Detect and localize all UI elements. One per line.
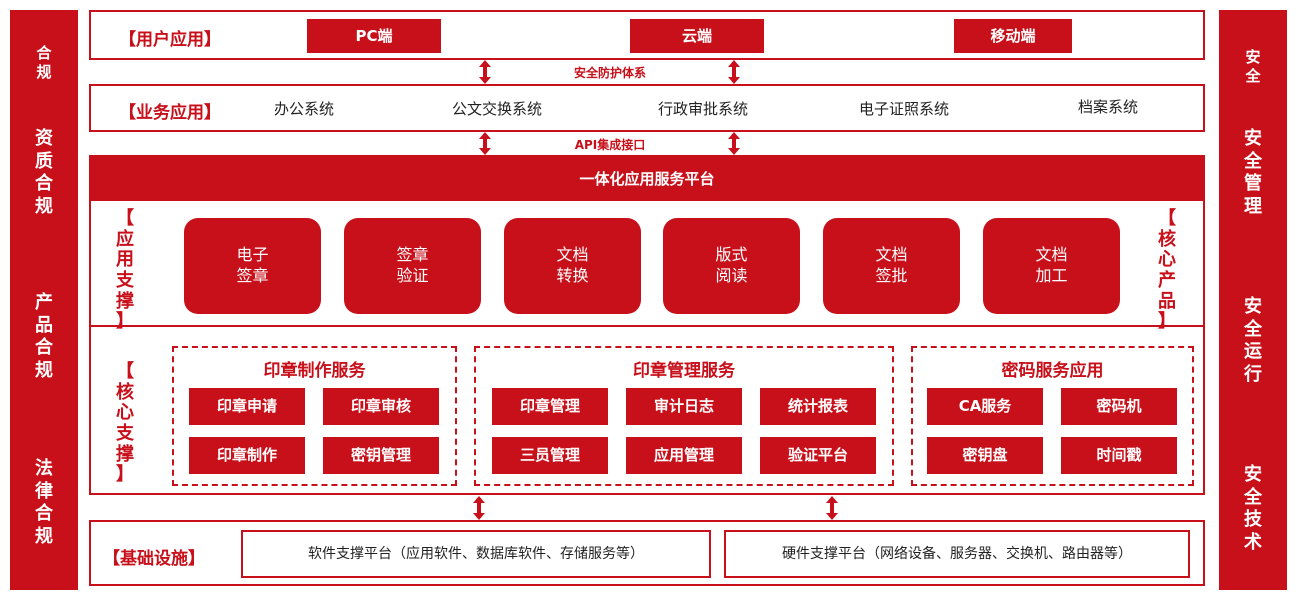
service-seal-review[interactable]: 印章审核: [323, 388, 439, 425]
service-application-management[interactable]: 应用管理: [626, 437, 742, 474]
service-key-management[interactable]: 密钥管理: [323, 437, 439, 474]
user-application-label: 【用户应用】: [119, 30, 221, 50]
system-archive: 档案系统: [1078, 98, 1139, 116]
service-ca[interactable]: CA服务: [927, 388, 1043, 425]
double-arrow-icon: [727, 132, 741, 155]
double-arrow-icon: [727, 60, 741, 84]
service-audit-log[interactable]: 审计日志: [626, 388, 742, 425]
hardware-support-platform[interactable]: 硬件支撑平台（网络设备、服务器、交换机、路由器等）: [724, 530, 1190, 578]
double-arrow-icon: [478, 60, 492, 84]
product-line-2: 验证: [396, 266, 429, 285]
service-seal-production[interactable]: 印章制作: [189, 437, 305, 474]
product-line-1: 电子: [236, 245, 269, 265]
group-title: 印章制作服务: [263, 361, 366, 381]
service-timestamp[interactable]: 时间戳: [1061, 437, 1177, 474]
product-line-2: 阅读: [715, 266, 748, 285]
product-line-1: 文档: [875, 245, 908, 265]
platform-title: 一体化应用服务平台: [91, 157, 1203, 201]
compliance-label: 合 规: [36, 44, 52, 81]
seal-production-group: 印章制作服务 印章申请 印章审核 印章制作 密钥管理: [172, 346, 457, 486]
security-technology: 安 全 技 术: [1244, 464, 1262, 553]
platform-divider: [91, 325, 1203, 327]
api-integration-label: API集成接口: [574, 138, 646, 152]
double-arrow-icon: [472, 496, 486, 520]
product-document-processing[interactable]: 文档 加工: [983, 218, 1120, 314]
product-signature-verification[interactable]: 签章 验证: [344, 218, 481, 314]
product-electronic-signature[interactable]: 电子 签章: [184, 218, 321, 314]
cryptographic-service-group: 密码服务应用 CA服务 密码机 密钥盘 时间戳: [911, 346, 1194, 486]
group-title: 密码服务应用: [1001, 361, 1104, 381]
user-application-band: 【用户应用】 PC端 云端 移动端: [89, 10, 1205, 60]
system-administrative-approval: 行政审批系统: [658, 100, 749, 118]
core-product-label: 【 核 心 产 品 】: [1158, 208, 1176, 333]
system-office: 办公系统: [274, 100, 335, 118]
mobile-client-button[interactable]: 移动端: [954, 19, 1072, 53]
product-line-2: 加工: [1035, 266, 1068, 285]
product-document-approval[interactable]: 文档 签批: [823, 218, 960, 314]
product-line-2: 转换: [556, 266, 589, 285]
cloud-client-button[interactable]: 云端: [630, 19, 764, 53]
security-sidebar: 安 全 安 全 管 理 安 全 运 行 安 全 技 术: [1219, 10, 1287, 590]
pc-client-button[interactable]: PC端: [307, 19, 441, 53]
security-management: 安 全 管 理: [1244, 128, 1262, 217]
application-support-label: 【 应 用 支 撑 】: [116, 208, 134, 333]
business-application-band: 【业务应用】 办公系统 公文交换系统 行政审批系统 电子证照系统 档案系统: [89, 84, 1205, 132]
product-line-1: 版式: [715, 245, 748, 265]
service-cipher-machine[interactable]: 密码机: [1061, 388, 1177, 425]
service-verification-platform[interactable]: 验证平台: [760, 437, 876, 474]
group-title: 印章管理服务: [633, 361, 735, 381]
security-label: 安 全: [1245, 48, 1261, 85]
service-three-role-management[interactable]: 三员管理: [492, 437, 608, 474]
seal-management-group: 印章管理服务 印章管理 审计日志 统计报表 三员管理 应用管理 验证平台: [474, 346, 894, 486]
compliance-sidebar: 合 规 资 质 合 规 产 品 合 规 法 律 合 规: [10, 10, 78, 590]
qualification-compliance: 资 质 合 规: [35, 128, 53, 217]
service-key-disk[interactable]: 密钥盘: [927, 437, 1043, 474]
product-compliance: 产 品 合 规: [35, 292, 53, 381]
infrastructure-band: 【基础设施】 软件支撑平台（应用软件、数据库软件、存储服务等） 硬件支撑平台（网…: [89, 520, 1205, 586]
product-line-1: 文档: [556, 245, 589, 265]
product-line-2: 签批: [875, 266, 908, 285]
product-format-reading[interactable]: 版式 阅读: [663, 218, 800, 314]
product-document-conversion[interactable]: 文档 转换: [504, 218, 641, 314]
core-support-label: 【 核 心 支 撑 】: [116, 361, 134, 486]
product-line-2: 签章: [236, 266, 269, 285]
legal-compliance: 法 律 合 规: [35, 458, 53, 547]
service-seal-management[interactable]: 印章管理: [492, 388, 608, 425]
service-statistics-report[interactable]: 统计报表: [760, 388, 876, 425]
service-seal-application[interactable]: 印章申请: [189, 388, 305, 425]
business-application-label: 【业务应用】: [119, 103, 221, 123]
product-line-1: 签章: [396, 245, 429, 265]
product-line-1: 文档: [1035, 245, 1068, 265]
double-arrow-icon: [825, 496, 839, 520]
integrated-service-platform: 一体化应用服务平台 【 应 用 支 撑 】 【 核 心 产 品 】 电子 签章 …: [89, 155, 1205, 495]
double-arrow-icon: [478, 132, 492, 155]
infrastructure-label: 【基础设施】: [103, 549, 205, 569]
system-document-exchange: 公文交换系统: [452, 100, 543, 118]
security-operation: 安 全 运 行: [1244, 296, 1262, 385]
security-protection-label: 安全防护体系: [573, 66, 646, 80]
system-electronic-license: 电子证照系统: [859, 100, 950, 118]
software-support-platform[interactable]: 软件支撑平台（应用软件、数据库软件、存储服务等）: [241, 530, 711, 578]
